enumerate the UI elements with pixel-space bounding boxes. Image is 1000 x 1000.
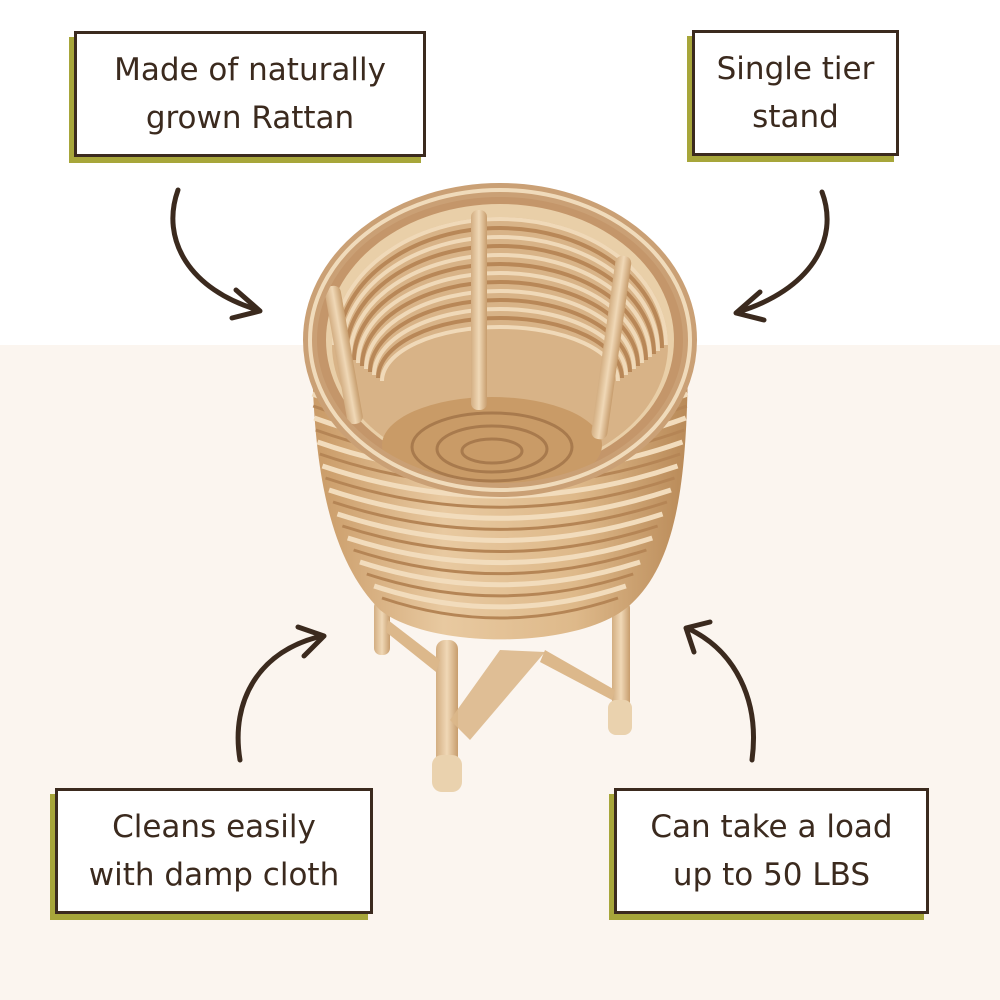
inner-coil: [332, 217, 668, 346]
callout-cleaning-line1: Cleans easily: [112, 808, 316, 845]
callout-load-line2: up to 50 LBS: [672, 857, 871, 893]
callout-tier-line2: stand: [752, 99, 839, 135]
vertical-supports: [324, 210, 632, 440]
rattan-coil: [325, 476, 675, 509]
callout-tier-line1: Single tier: [716, 50, 875, 87]
inner-rattan-rings: [332, 217, 668, 382]
rattan-coil: [366, 572, 634, 598]
inner-coil: [348, 253, 652, 358]
callout-tier: Single tier stand: [692, 30, 899, 156]
arrow-top-left-icon: [170, 187, 263, 321]
rattan-coil: [346, 535, 654, 566]
rattan-coil: [341, 524, 659, 553]
arrow-bottom-right-icon: [683, 619, 756, 763]
callout-cleaning-line2: with damp cloth: [88, 857, 340, 893]
rattan-coil: [328, 487, 672, 521]
callout-cleaning: Cleans easily with damp cloth: [55, 788, 373, 914]
arrow-bottom-left-icon: [235, 624, 327, 763]
rattan-coil: [381, 596, 619, 620]
rim-highlight: [308, 188, 692, 492]
inner-coil: [344, 244, 656, 355]
inner-coil: [356, 271, 644, 364]
rattan-coil: [336, 511, 664, 543]
inner-coil: [352, 262, 648, 361]
rattan-coil: [332, 500, 668, 531]
rattan-coil: [359, 559, 641, 588]
basket-interior-base: [382, 397, 602, 493]
arrow-top-right-icon: [733, 189, 830, 323]
inner-coil: [340, 235, 660, 352]
callout-load-line1: Can take a load: [650, 808, 893, 845]
inner-coil: [336, 226, 664, 349]
rattan-coil: [373, 583, 627, 610]
callout-material: Made of naturally grown Rattan: [74, 31, 426, 157]
rattan-coil: [353, 548, 647, 576]
callout-material-line1: Made of naturally: [114, 51, 386, 88]
callout-load: Can take a load up to 50 LBS: [614, 788, 929, 914]
inner-coil: [360, 280, 640, 367]
stand-legs: [374, 600, 632, 792]
callout-material-line2: grown Rattan: [145, 100, 355, 136]
